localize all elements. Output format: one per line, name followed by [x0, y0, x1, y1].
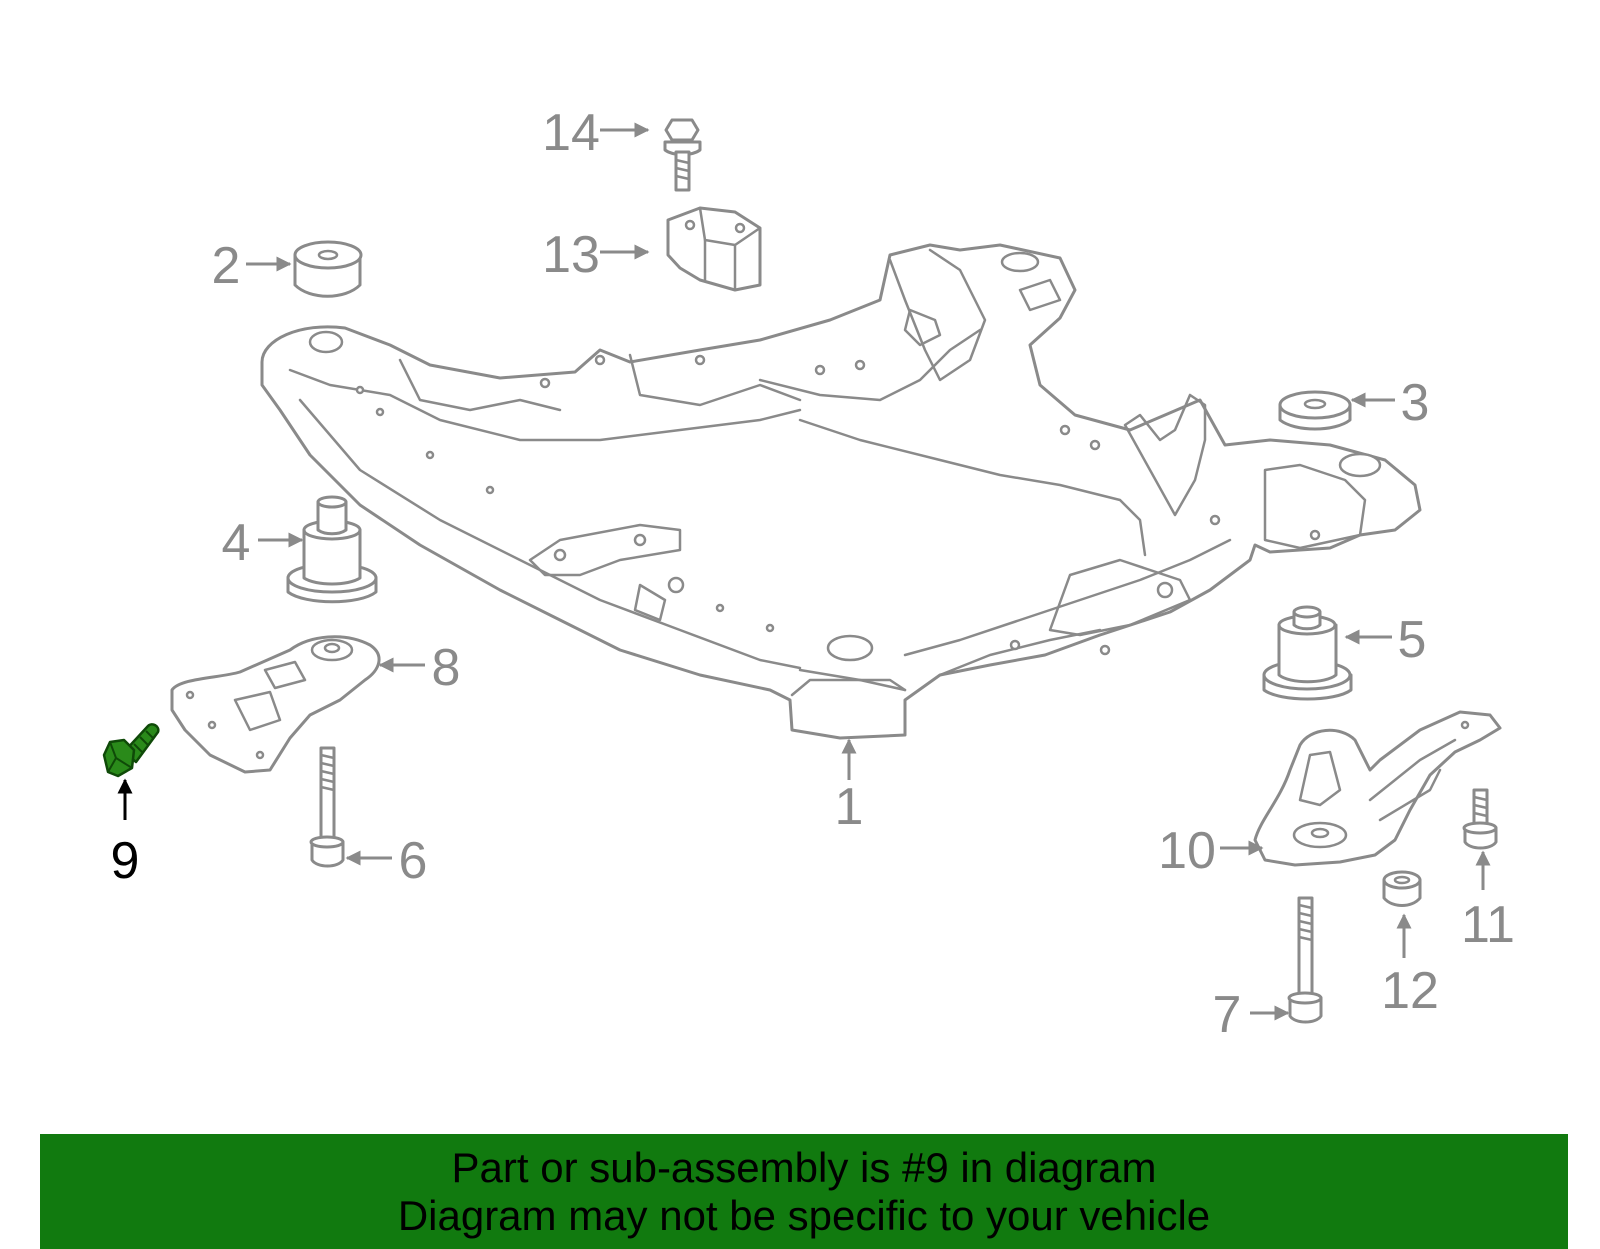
- part-5-bushing[interactable]: [1262, 605, 1353, 701]
- part-11-bolt[interactable]: [1462, 788, 1498, 850]
- callout-2: 2: [212, 237, 292, 295]
- svg-text:1: 1: [835, 778, 864, 836]
- svg-text:7: 7: [1213, 986, 1242, 1044]
- callout-11: 11: [1461, 850, 1515, 954]
- part-9-bolt[interactable]: [102, 723, 160, 778]
- callout-3: 3: [1350, 374, 1430, 432]
- svg-text:3: 3: [1401, 374, 1430, 432]
- part-8-bracket[interactable]: [170, 635, 381, 774]
- callout-4: 4: [222, 514, 304, 572]
- callout-14: 14: [542, 104, 650, 162]
- svg-text:13: 13: [542, 226, 600, 284]
- svg-text:8: 8: [432, 639, 461, 697]
- svg-text:5: 5: [1398, 611, 1427, 669]
- part-10-bracket[interactable]: [1253, 710, 1502, 867]
- callout-5: 5: [1344, 611, 1427, 669]
- part-6-bolt[interactable]: [309, 746, 345, 868]
- callout-10: 10: [1158, 822, 1264, 880]
- info-banner: Part or sub-assembly is #9 in diagram Di…: [40, 1134, 1568, 1249]
- callout-7: 7: [1213, 986, 1290, 1044]
- svg-text:4: 4: [222, 514, 251, 572]
- part-7-bolt[interactable]: [1287, 896, 1323, 1024]
- svg-text:12: 12: [1381, 962, 1439, 1020]
- part-12-nut[interactable]: [1382, 870, 1422, 907]
- part-4-bushing[interactable]: [286, 495, 378, 604]
- callout-9: 9: [111, 778, 140, 890]
- callout-12: 12: [1381, 913, 1439, 1020]
- svg-text:14: 14: [542, 104, 600, 162]
- callout-6: 6: [345, 832, 428, 890]
- part-1-crossmember[interactable]: [260, 243, 1422, 740]
- callout-13: 13: [542, 226, 650, 284]
- svg-text:6: 6: [399, 832, 428, 890]
- svg-text:2: 2: [212, 237, 241, 295]
- part-13-mount[interactable]: [666, 206, 762, 292]
- callout-1: 1: [835, 738, 864, 836]
- svg-text:9: 9: [111, 832, 140, 890]
- callout-8: 8: [378, 639, 461, 697]
- part-2-cushion[interactable]: [293, 240, 363, 298]
- svg-text:11: 11: [1461, 896, 1515, 954]
- svg-text:10: 10: [1158, 822, 1216, 880]
- part-14-bolt[interactable]: [663, 118, 702, 192]
- part-3-cushion[interactable]: [1278, 390, 1352, 431]
- banner-line-part: Part or sub-assembly is #9 in diagram: [451, 1144, 1157, 1191]
- banner-line-disclaimer: Diagram may not be specific to your vehi…: [397, 1192, 1211, 1239]
